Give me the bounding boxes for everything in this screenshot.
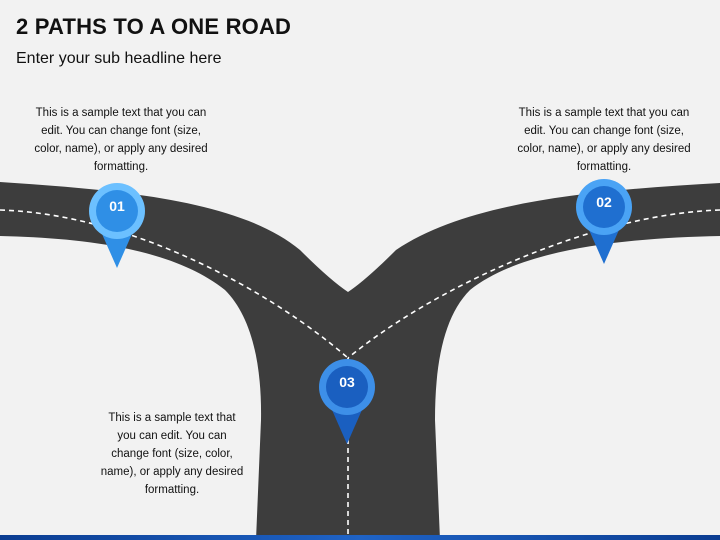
page-subtitle: Enter your sub headline here — [16, 50, 222, 67]
pin-label: 03 — [339, 374, 355, 390]
right-lane-dash — [347, 209, 720, 359]
sample-text-3: This is a sample text that you can edit.… — [100, 412, 244, 496]
sample-text-2: This is a sample text that you can edit.… — [517, 107, 691, 173]
map-pin-icon — [319, 359, 375, 444]
map-pin-3: 03 — [318, 358, 376, 446]
map-pin-2: 02 — [575, 178, 633, 266]
pin-label: 02 — [596, 194, 612, 210]
page-title: 2 PATHS TO A ONE ROAD — [16, 14, 292, 39]
map-pin-icon — [89, 183, 145, 268]
left-lane-dash — [0, 209, 349, 359]
pin-label: 01 — [109, 198, 125, 214]
footer-accent-bar — [0, 535, 720, 540]
sample-text-1: This is a sample text that you can edit.… — [34, 107, 208, 173]
map-pin-1: 01 — [88, 182, 146, 270]
road-shape — [0, 182, 720, 540]
map-pin-icon — [576, 179, 632, 264]
